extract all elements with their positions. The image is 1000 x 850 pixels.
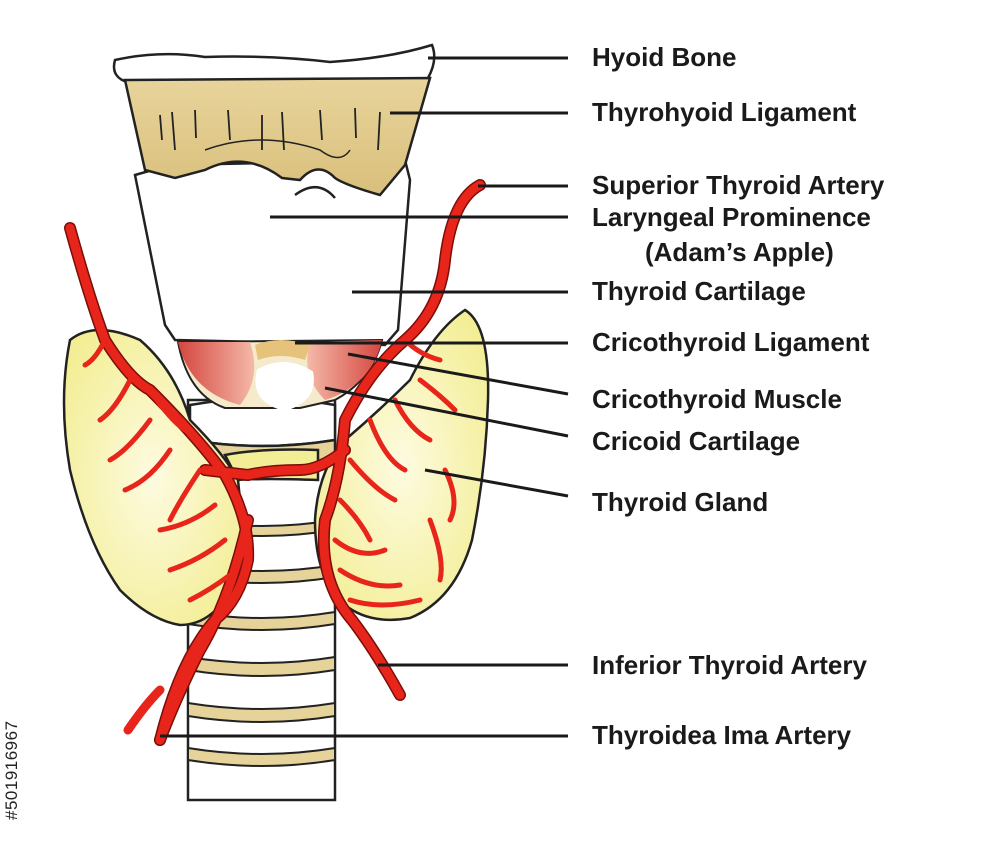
label-cricothyroid-ligament: Cricothyroid Ligament xyxy=(592,327,870,357)
leader-cricothyroid-muscle xyxy=(347,352,569,396)
cricothyroid-ligament xyxy=(176,338,384,412)
thyroid-arteries xyxy=(64,179,486,746)
leader-cricoid-cartilage xyxy=(324,386,569,438)
label-thyroid-cartilage: Thyroid Cartilage xyxy=(592,276,806,306)
leader-lines xyxy=(160,56,569,738)
label-hyoid-bone: Hyoid Bone xyxy=(592,42,737,72)
label-cricothyroid-muscle: Cricothyroid Muscle xyxy=(592,384,842,414)
label-superior-thyroid-artery: Superior Thyroid Artery xyxy=(592,170,885,200)
label-laryngeal-prominence: Laryngeal Prominence xyxy=(592,202,871,232)
label-thyroid-gland: Thyroid Gland xyxy=(592,487,769,517)
label-thyroidea-ima-artery: Thyroidea Ima Artery xyxy=(592,720,852,750)
label-adams-apple: (Adam’s Apple) xyxy=(645,237,834,267)
leader-thyroid-gland xyxy=(424,468,569,498)
label-cricoid-cartilage: Cricoid Cartilage xyxy=(592,426,801,456)
stock-id-watermark: #501916967 xyxy=(2,610,32,820)
thyroidea-ima-artery xyxy=(155,515,253,745)
thyrohyoid-ligament xyxy=(123,76,432,197)
stock-id-text: #501916967 xyxy=(2,720,21,820)
left-superior-artery xyxy=(319,180,485,700)
label-inferior-thyroid-artery: Inferior Thyroid Artery xyxy=(592,650,867,680)
label-thyrohyoid-ligament: Thyrohyoid Ligament xyxy=(592,97,857,127)
